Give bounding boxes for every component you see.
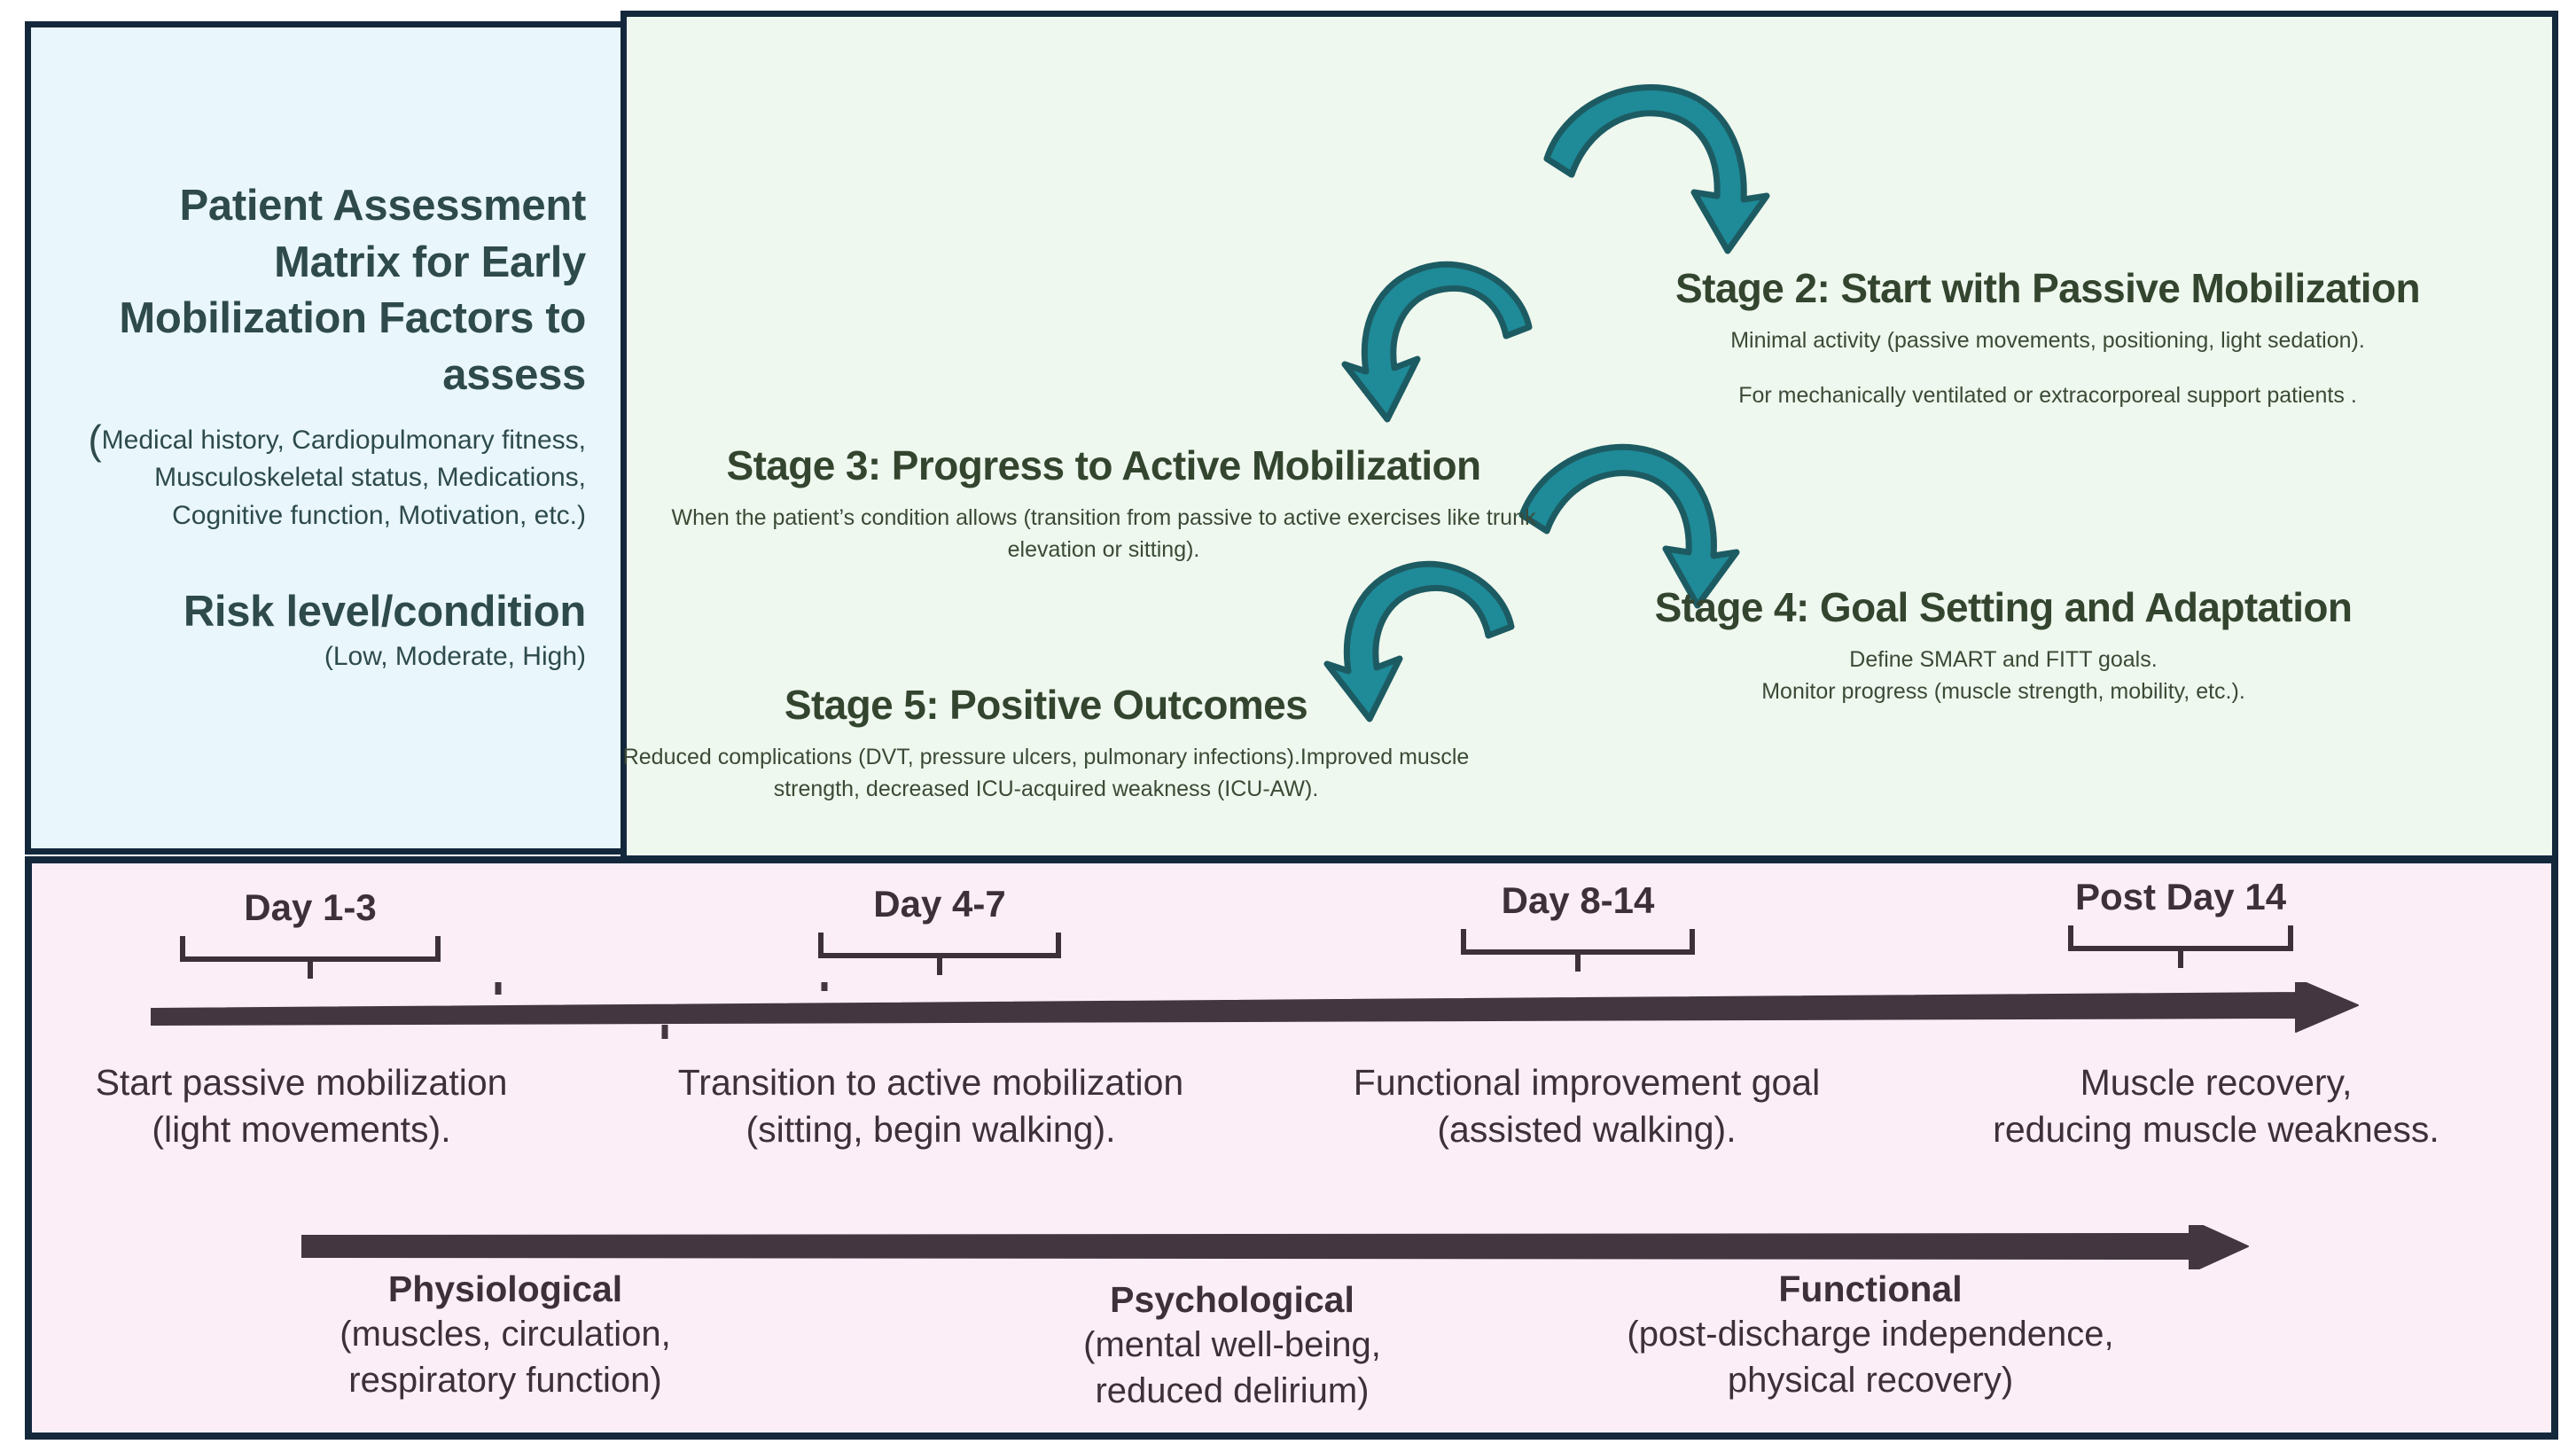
domain-psychological-title: Psychological	[1110, 1279, 1354, 1320]
stage-2-description: Minimal activity (passive movements, pos…	[1560, 324, 2535, 412]
stage-3-block: Stage 3: Progress to Active Mobilization…	[621, 442, 1587, 566]
timeline-description-post-day-14: Muscle recovery, reducing muscle weaknes…	[1993, 1059, 2439, 1154]
arrow-stage2-to-stage3-icon	[1341, 261, 1533, 423]
timeline-description-day-4-7: Transition to active mobilization (sitti…	[678, 1059, 1183, 1154]
stage-4-desc-line-1: Define SMART and FITT goals.	[1849, 646, 2158, 672]
stage-2-title: Stage 2: Start with Passive Mobilization	[1675, 265, 2421, 311]
stage-5-title: Stage 5: Positive Outcomes	[784, 682, 1308, 728]
timeline-label-day-4-7: Day 4-7	[873, 883, 1006, 925]
timeline-bracket-day-8-14	[1461, 929, 1695, 972]
stage-2-desc-spacer	[1560, 356, 2535, 379]
domain-psychological: Psychological (mental well-being, reduce…	[1083, 1278, 1381, 1414]
stage-2-desc-line-2: For mechanically ventilated or extracorp…	[1738, 382, 2357, 408]
desc-1-line-2: (light movements).	[152, 1109, 451, 1151]
timeline-bracket-day-4-7	[818, 933, 1061, 975]
domain-functional-title: Functional	[1778, 1269, 1963, 1309]
domain-psychological-detail: (mental well-being, reduced delirium)	[1083, 1322, 1381, 1414]
desc-4-line-2: reducing muscle weakness.	[1993, 1109, 2439, 1151]
desc-3-line-2: (assisted walking).	[1437, 1109, 1737, 1151]
dom-1-line-2: respiratory function)	[348, 1361, 662, 1401]
arrow-stage3-to-stage4-icon	[1518, 443, 1740, 609]
timeline-description-day-8-14: Functional improvement goal (assisted wa…	[1354, 1059, 1820, 1154]
stage-4-desc-line-2: Monitor progress (muscle strength, mobil…	[1761, 678, 2245, 704]
timeline-description-day-1-3: Start passive mobilization (light moveme…	[96, 1059, 508, 1154]
desc-3-line-1: Functional improvement goal	[1353, 1062, 1821, 1103]
timeline-label-day-1-3: Day 1-3	[244, 886, 377, 928]
assessment-content: Patient Assessment Matrix for Early Mobi…	[66, 178, 586, 672]
arrow-stage1-to-stage2-icon	[1543, 84, 1770, 254]
stage-3-description: When the patient’s condition allows (tra…	[671, 504, 1536, 562]
stage-5-description: Reduced complications (DVT, pressure ulc…	[622, 744, 1470, 801]
assessment-title: Patient Assessment Matrix for Early Mobi…	[119, 182, 586, 400]
stage-2-block: Stage 2: Start with Passive Mobilization…	[1560, 265, 2535, 412]
desc-4-line-1: Muscle recovery,	[2080, 1062, 2353, 1103]
domain-progression-arrow	[301, 1225, 2249, 1269]
recovery-timeline-panel	[25, 856, 2558, 1440]
mobilization-stages-panel	[621, 11, 2558, 862]
patient-assessment-panel: Patient Assessment Matrix for Early Mobi…	[25, 21, 628, 855]
dom-3-line-1: (post-discharge independence,	[1627, 1315, 2114, 1354]
domain-physiological-title: Physiological	[387, 1269, 623, 1309]
desc-2-line-2: (sitting, begin walking).	[745, 1109, 1116, 1151]
assessment-factors-list: Medical history, Cardiopulmonary fitness…	[101, 425, 586, 530]
dom-1-line-1: (muscles, circulation,	[340, 1315, 671, 1354]
timeline-main-arrow	[151, 982, 2359, 1039]
stage-4-block: Stage 4: Goal Setting and Adaptation Def…	[1560, 584, 2447, 708]
timeline-label-day-8-14: Day 8-14	[1501, 879, 1655, 921]
dom-3-line-2: physical recovery)	[1727, 1361, 2014, 1401]
stage-2-desc-line-1: Minimal activity (passive movements, pos…	[1730, 327, 2365, 353]
domain-functional: Functional (post-discharge independence,…	[1627, 1268, 2113, 1403]
desc-1-line-1: Start passive mobilization	[95, 1062, 508, 1103]
dom-2-line-1: (mental well-being,	[1083, 1325, 1381, 1365]
risk-level-title: Risk level/condition	[183, 587, 586, 636]
timeline-bracket-day-1-3	[180, 936, 441, 979]
dom-2-line-2: reduced delirium)	[1095, 1371, 1370, 1411]
timeline-bracket-post-day-14	[2068, 925, 2293, 968]
timeline-label-post-day-14: Post Day 14	[2074, 876, 2287, 917]
desc-2-line-1: Transition to active mobilization	[677, 1062, 1184, 1103]
open-paren: (	[88, 416, 102, 463]
risk-level-options: (Low, Moderate, High)	[324, 641, 586, 671]
assessment-factors-text: (Medical history, Cardiopulmonary fitnes…	[66, 419, 586, 535]
domain-physiological: Physiological (muscles, circulation, res…	[340, 1268, 670, 1403]
arrow-stage4-to-stage5-icon	[1323, 560, 1515, 722]
domain-physiological-detail: (muscles, circulation, respiratory funct…	[340, 1311, 670, 1403]
domain-functional-detail: (post-discharge independence, physical r…	[1627, 1311, 2113, 1403]
stage-4-title: Stage 4: Goal Setting and Adaptation	[1654, 584, 2353, 630]
stage-4-description: Define SMART and FITT goals. Monitor pro…	[1560, 644, 2447, 708]
stage-5-block: Stage 5: Positive Outcomes Reduced compl…	[603, 682, 1489, 805]
stage-3-title: Stage 3: Progress to Active Mobilization	[726, 442, 1481, 488]
